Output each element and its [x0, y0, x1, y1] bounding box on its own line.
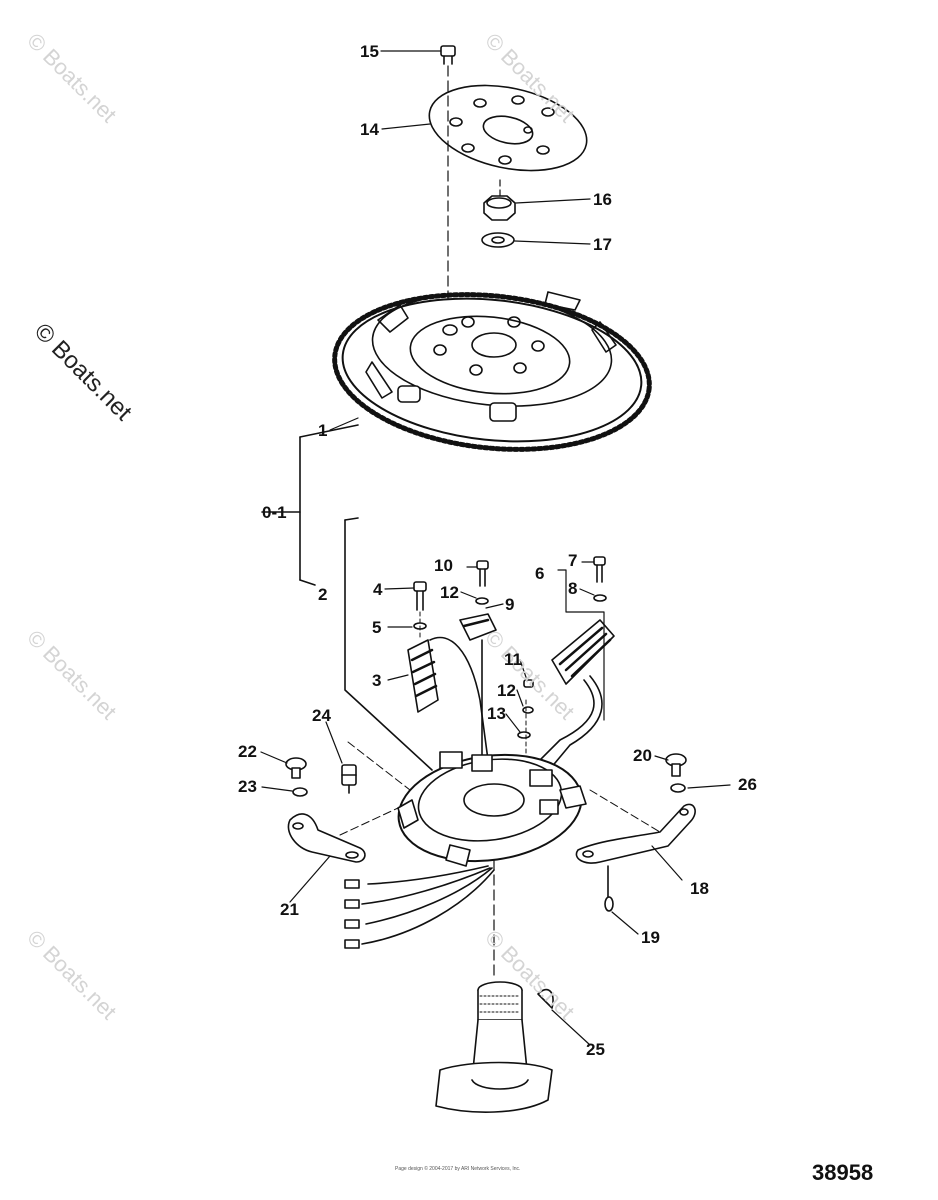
part-4-screw [413, 581, 427, 611]
callout-4: 4 [373, 580, 383, 599]
part-20-screw [665, 753, 687, 777]
callout-18: 18 [690, 879, 709, 898]
callout-13: 13 [487, 704, 506, 723]
part-18-arm [575, 803, 696, 864]
part-17-washer [481, 232, 515, 248]
callout-25: 25 [586, 1040, 605, 1059]
callout-1: 1 [318, 421, 328, 440]
callout-3: 3 [372, 671, 382, 690]
part-15-screw [440, 45, 456, 65]
callout-11: 11 [504, 650, 522, 669]
callout-19: 19 [641, 928, 660, 947]
callout-17: 17 [593, 235, 612, 254]
callout-15: 15 [360, 42, 379, 61]
callout-2: 2 [318, 585, 328, 604]
callout-26: 26 [738, 775, 757, 794]
drawing-number: 38958 [812, 1160, 874, 1185]
part-19-clip [604, 865, 614, 912]
callout-22: 22 [238, 742, 257, 761]
callout-7: 7 [568, 551, 578, 570]
part-24-grommet [341, 764, 357, 794]
part-9-trigger [459, 613, 497, 766]
callout-8: 8 [568, 579, 578, 598]
part-14-plate [428, 84, 588, 172]
leader-lines [260, 50, 731, 1046]
callout-9: 9 [505, 595, 515, 614]
callout-24: 24 [312, 706, 331, 725]
part-16-nut [483, 195, 516, 221]
callout-12: 12 [497, 681, 516, 700]
callout-6: 6 [535, 564, 545, 583]
bracket-0-1 [261, 424, 359, 586]
part-10-screw [476, 560, 489, 587]
part-21-link [287, 813, 366, 863]
callout-0-1: 0-1 [262, 503, 287, 522]
callout-10: 10 [434, 556, 453, 575]
part-22-screw [285, 757, 307, 779]
part-7-screw [593, 556, 606, 583]
callout-23: 23 [238, 777, 257, 796]
callout-16: 16 [593, 190, 612, 209]
part-1-flywheel [332, 291, 652, 452]
callout-12: 12 [440, 583, 459, 602]
wire-harness [344, 865, 495, 949]
callout-21: 21 [280, 900, 299, 919]
copyright-notice: Page design © 2004-2017 by ARI Network S… [395, 1166, 521, 1172]
callout-20: 20 [633, 746, 652, 765]
part-2-stator-plate [397, 751, 587, 867]
part-25-key [537, 988, 554, 1009]
callout-14: 14 [360, 120, 379, 139]
crankshaft [435, 981, 553, 1113]
part-3-coil [407, 636, 489, 761]
callout-5: 5 [372, 618, 382, 637]
